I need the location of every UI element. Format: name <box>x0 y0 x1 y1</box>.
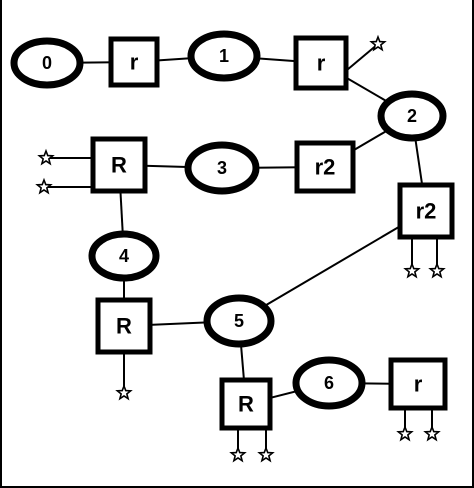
circle-node-4[interactable]: 4 <box>88 230 160 282</box>
circle-node-shape <box>203 294 275 348</box>
circle-node-6[interactable]: 6 <box>292 356 366 410</box>
circle-node-shape <box>292 356 366 410</box>
circle-node-label: 6 <box>324 373 334 393</box>
box-node-b_R2[interactable]: R <box>95 297 153 355</box>
box-node-label: R <box>111 153 127 178</box>
box-node-label: r2 <box>416 199 437 224</box>
box-node-b_r2a[interactable]: r2 <box>294 140 356 194</box>
circle-node-label: 4 <box>119 246 129 266</box>
circle-node-shape <box>377 90 447 142</box>
circle-node-0[interactable]: 0 <box>10 37 84 89</box>
box-node-shape <box>293 35 349 91</box>
box-node-label: r <box>130 50 139 75</box>
circle-node-shape <box>187 30 261 82</box>
star-icon <box>37 148 55 166</box>
box-node-b_r3[interactable]: r <box>388 357 448 411</box>
edge-c5-b_r2b <box>238 210 427 322</box>
circle-node-3[interactable]: 3 <box>184 141 260 195</box>
circle-node-label: 1 <box>219 46 229 66</box>
box-node-shape <box>397 182 455 240</box>
terminals-layer <box>35 34 446 463</box>
circle-node-1[interactable]: 1 <box>187 30 261 82</box>
box-node-b_R3[interactable]: R <box>219 377 273 431</box>
circle-node-shape <box>88 230 160 282</box>
star-icon <box>369 34 387 52</box>
box-node-label: R <box>116 314 132 339</box>
star-icon <box>229 445 247 463</box>
box-node-shape <box>219 377 273 431</box>
star-icon <box>35 177 53 195</box>
star-icon <box>396 424 414 442</box>
circle-node-2[interactable]: 2 <box>377 90 447 142</box>
box-node-shape <box>90 136 148 194</box>
box-node-label: r <box>317 51 326 76</box>
circle-node-label: 3 <box>217 158 227 178</box>
terminal-stub-b_r2-0 <box>346 43 379 71</box>
circle-node-label: 0 <box>42 53 52 73</box>
box-node-label: r <box>414 372 423 397</box>
star-icon <box>428 261 446 279</box>
box-node-shape <box>388 357 448 411</box>
box-node-b_R1[interactable]: R <box>90 136 148 194</box>
box-node-shape <box>294 140 356 194</box>
box-node-b_r2[interactable]: r <box>293 35 349 91</box>
box-node-label: r2 <box>315 155 336 180</box>
circle-node-shape <box>10 37 84 89</box>
box-node-shape <box>108 36 160 88</box>
circle-node-label: 2 <box>407 106 417 126</box>
circle-node-5[interactable]: 5 <box>203 294 275 348</box>
box-node-label: R <box>238 392 254 417</box>
star-icon <box>257 445 275 463</box>
box-node-b_r1[interactable]: r <box>108 36 160 88</box>
star-icon <box>423 424 441 442</box>
star-icon <box>115 383 133 401</box>
circle-node-label: 5 <box>234 311 244 331</box>
star-icon <box>403 261 421 279</box>
box-node-shape <box>95 297 153 355</box>
circle-node-shape <box>184 141 260 195</box>
box-node-b_r2b[interactable]: r2 <box>397 182 455 240</box>
